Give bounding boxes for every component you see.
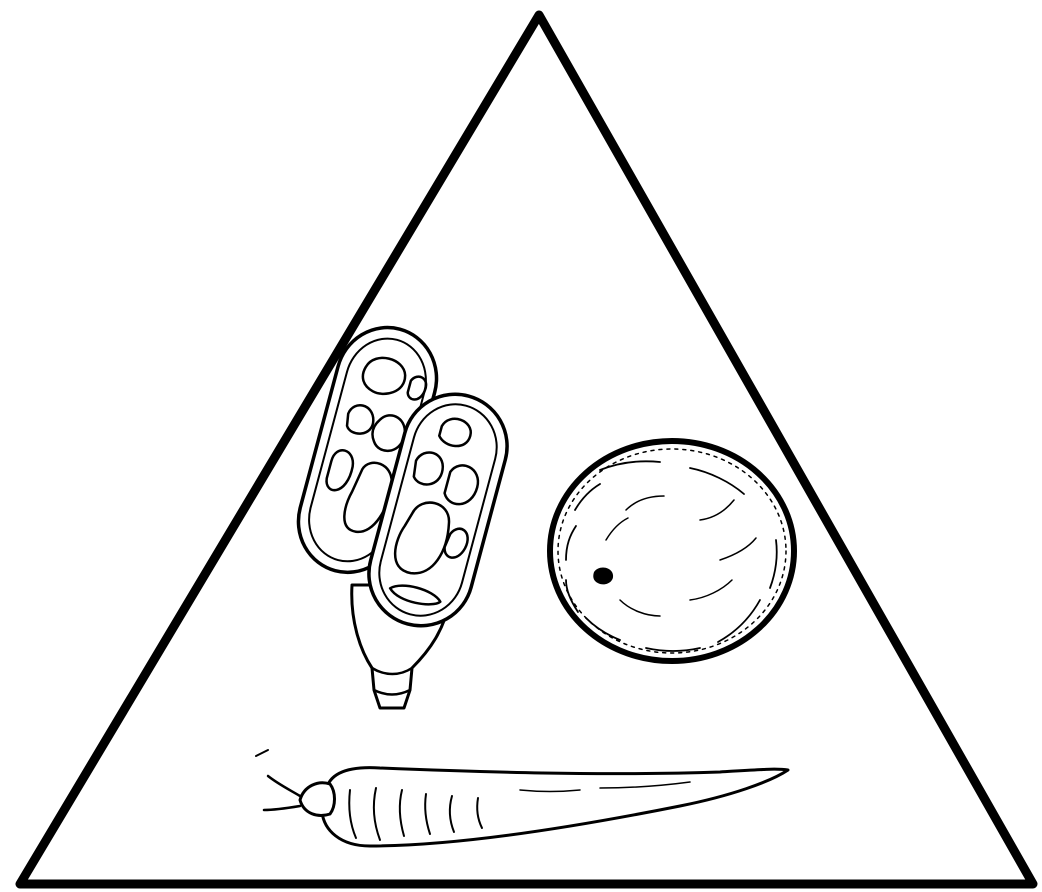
orange-icon bbox=[550, 441, 794, 661]
triangle-frame bbox=[20, 15, 1033, 884]
carrot-icon bbox=[256, 750, 788, 846]
